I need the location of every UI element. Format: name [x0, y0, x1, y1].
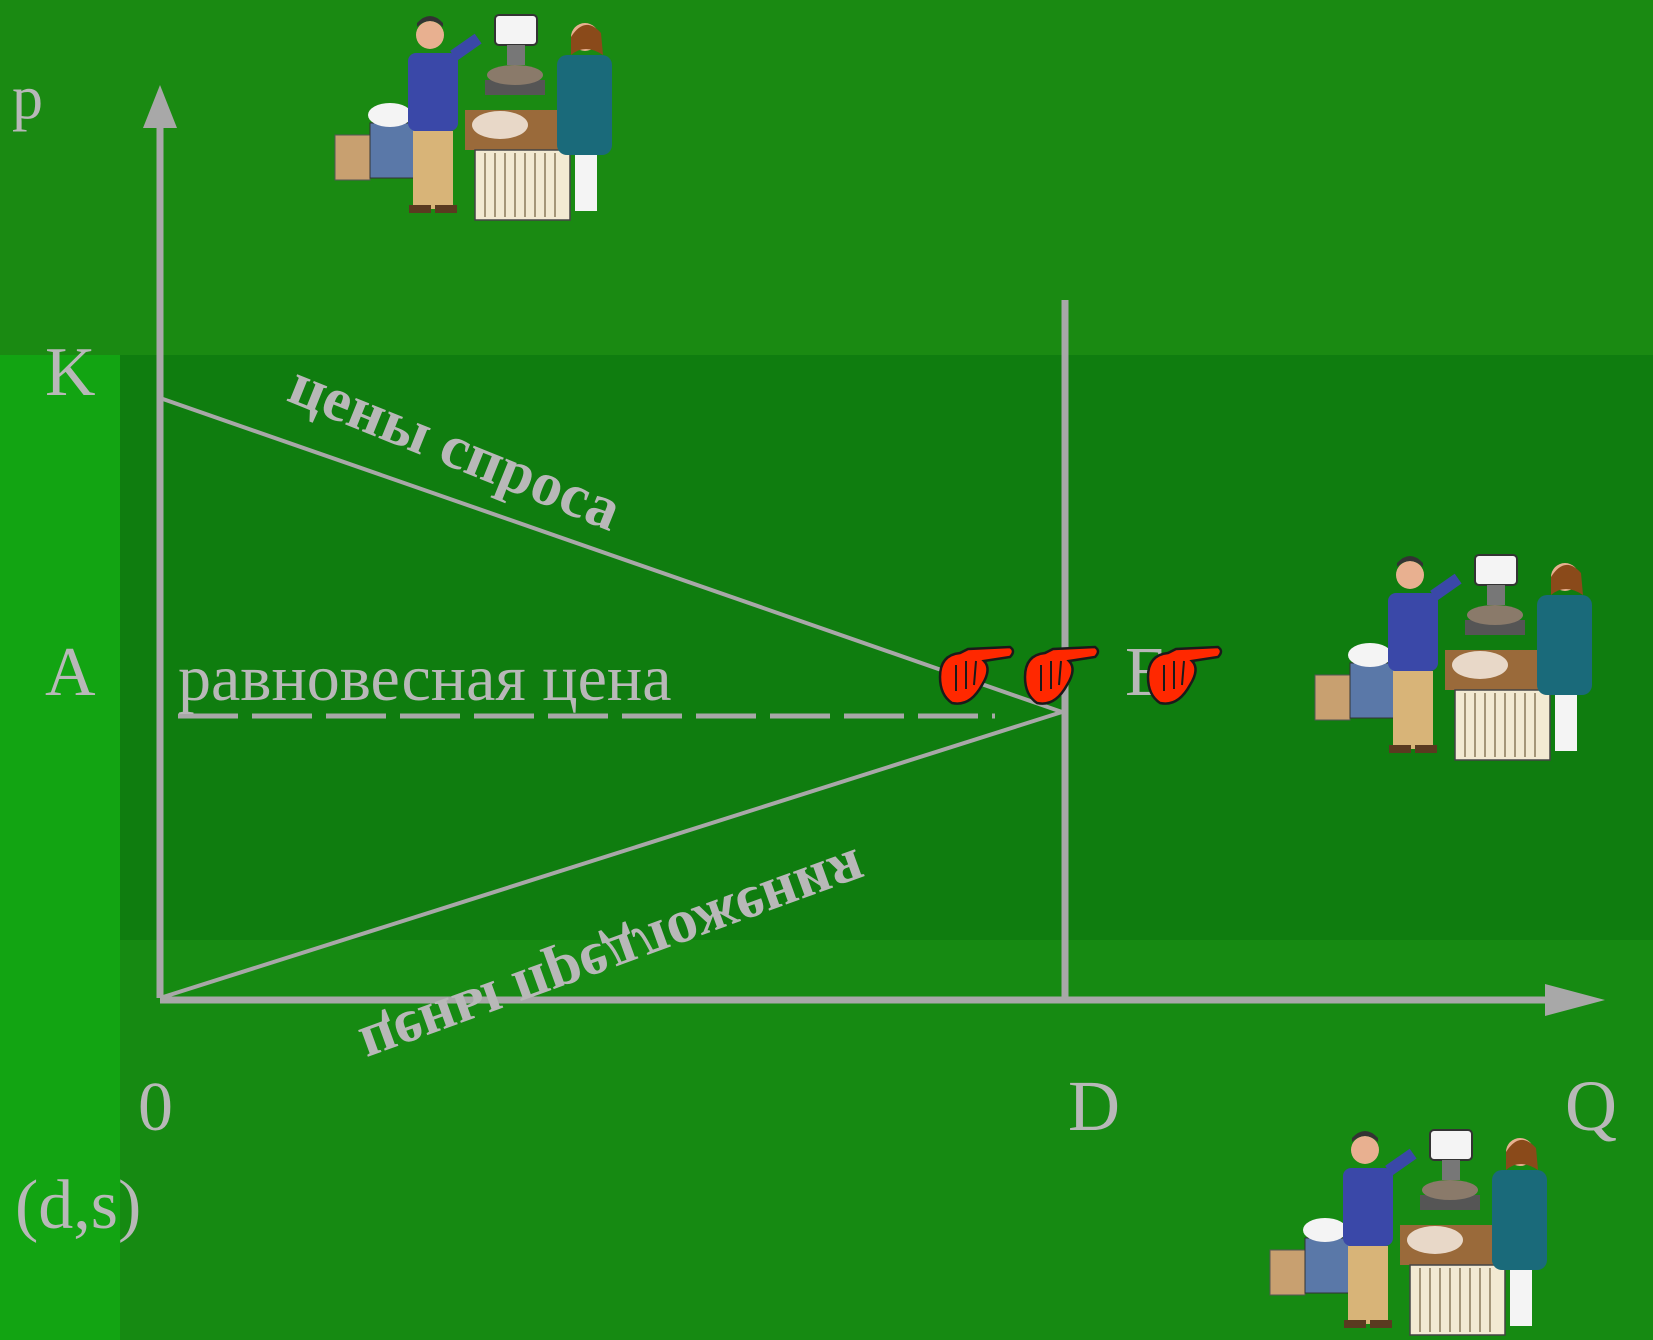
demand-curve-label: цены спроса — [280, 350, 631, 544]
origin-sub-label: (d,s) — [15, 1167, 141, 1244]
supply-curve-label: цены предложения — [352, 835, 875, 1081]
pointing-hand-icon — [1148, 647, 1221, 704]
point-K-label: K — [45, 334, 96, 411]
pointing-hand-icon — [1025, 647, 1098, 704]
seller-clipart-bottom — [1270, 1130, 1547, 1335]
point-D-label: D — [1068, 1066, 1120, 1146]
equilibrium-label: равновесная цена — [178, 642, 672, 715]
y-axis — [143, 85, 177, 998]
x-axis-label: Q — [1565, 1066, 1617, 1146]
seller-clipart-top — [335, 15, 612, 220]
origin-label: 0 — [138, 1069, 173, 1146]
pointing-hand-icon — [940, 647, 1013, 704]
seller-clipart-right — [1315, 555, 1592, 760]
point-A-label: A — [45, 634, 96, 711]
y-axis-label: p — [12, 64, 43, 132]
